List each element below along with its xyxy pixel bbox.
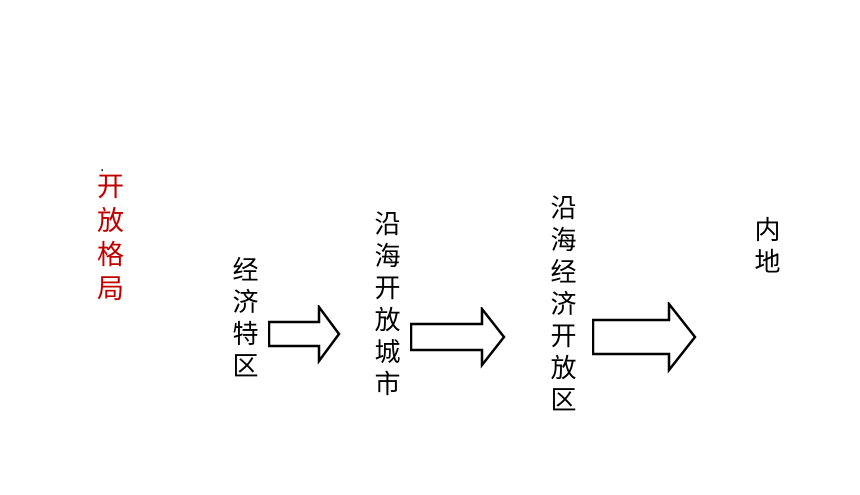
flow-arrow-1 (268, 305, 341, 365)
stage-label-coastal-cities: 沿海开放城市 (370, 210, 400, 402)
slide-title: 开放格局 (92, 172, 123, 308)
stage-label-inland: 内地 (750, 216, 780, 280)
title-marker: . (100, 159, 105, 175)
flow-arrow-2 (410, 307, 506, 369)
stage-label-sez: 经济特区 (228, 256, 258, 384)
stage-label-coastal-zones: 沿海经济开放区 (546, 194, 576, 418)
flow-arrow-3 (592, 302, 697, 374)
